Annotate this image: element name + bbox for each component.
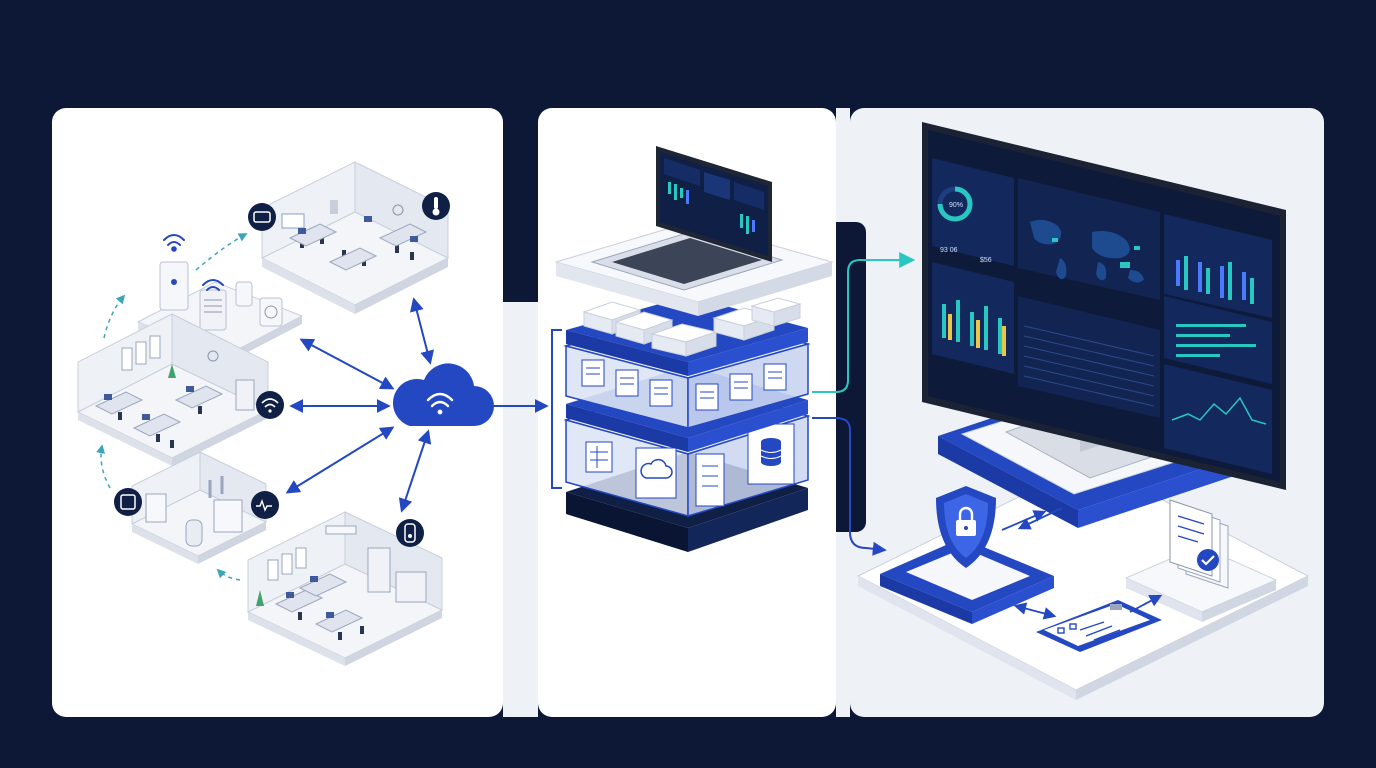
sensor-icon <box>248 203 276 231</box>
stat-2: $56 <box>980 257 992 264</box>
thermometer-icon <box>422 192 450 220</box>
smart-lock-icon <box>396 519 424 547</box>
cloud-wifi-icon <box>393 363 494 426</box>
stat-1: 93 06 <box>940 247 958 254</box>
gauge-value: 90% <box>949 202 963 209</box>
output-arrows <box>812 260 912 550</box>
bracket <box>552 330 562 488</box>
meter-icon <box>114 488 142 516</box>
wifi-icon <box>256 391 284 419</box>
database-icon <box>748 424 794 484</box>
laptop-icon <box>592 146 782 290</box>
office-room-top <box>262 162 448 314</box>
mechanical-room <box>132 452 266 564</box>
pulse-icon <box>251 491 279 519</box>
